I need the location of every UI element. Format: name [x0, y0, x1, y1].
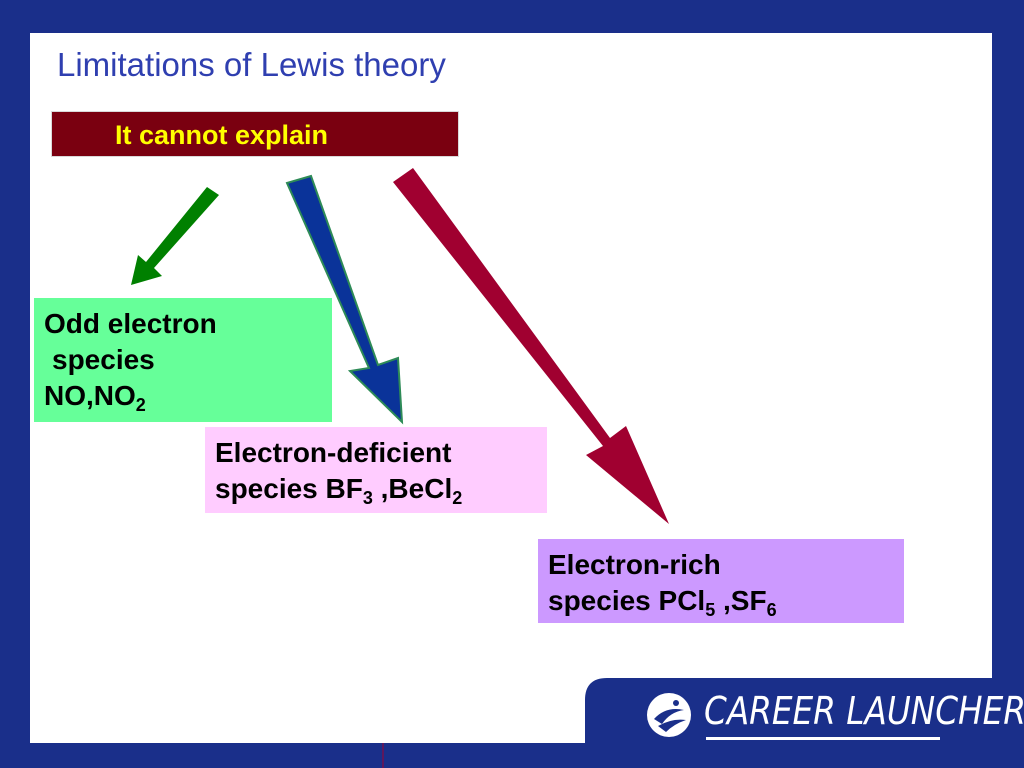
arrow-blue — [285, 174, 404, 425]
electron-rich-box: Electron-rich species PCl5 ,SF6 — [538, 539, 904, 623]
odd-line3: NO,NO2 — [44, 378, 322, 414]
rich-line1: Electron-rich — [548, 549, 721, 580]
def-formula2: ,BeCl — [372, 473, 453, 504]
rich-formula2: ,SF — [715, 585, 767, 616]
odd-line1: Odd electron — [44, 308, 217, 339]
odd-formula: NO,NO — [44, 380, 136, 411]
def-sub1: 3 — [362, 488, 373, 508]
rich-sub1: 5 — [705, 600, 716, 620]
header-box: It cannot explain — [51, 111, 459, 157]
slide-title: Limitations of Lewis theory — [57, 46, 446, 83]
arrow-red — [393, 168, 669, 524]
def-line2: species BF3 ,BeCl2 — [215, 471, 537, 507]
arrow-green — [131, 187, 219, 285]
rich-formula1: species PCl — [548, 585, 706, 616]
def-line1: Electron-deficient — [215, 437, 452, 468]
rich-sub2: 6 — [766, 600, 777, 620]
odd-electron-box: Odd electron species NO,NO2 — [34, 298, 332, 422]
def-sub2: 2 — [452, 488, 463, 508]
odd-sub: 2 — [135, 395, 146, 415]
career-launcher-swirl-icon — [647, 693, 691, 737]
logo-text: CAREER LAUNCHER — [704, 689, 1024, 733]
rich-line2: species PCl5 ,SF6 — [548, 583, 894, 619]
header-label: It cannot explain — [115, 120, 329, 150]
odd-line2: species — [52, 344, 155, 375]
logo-underline — [706, 737, 940, 740]
def-formula1: species BF — [215, 473, 363, 504]
electron-deficient-box: Electron-deficient species BF3 ,BeCl2 — [205, 427, 547, 513]
